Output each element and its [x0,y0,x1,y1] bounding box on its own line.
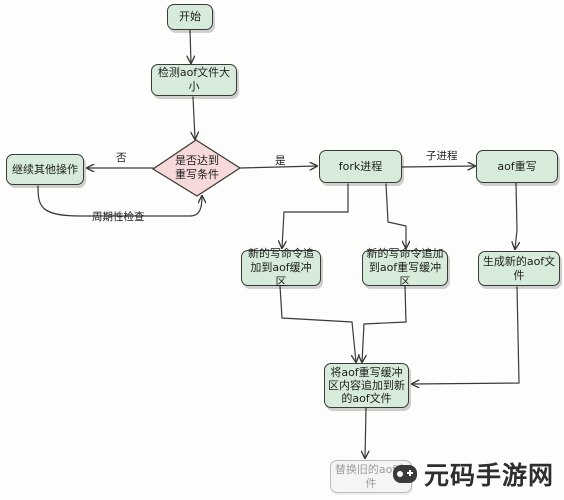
edge-periodic-check [37,185,202,217]
edge-label-periodic-check: 周期性检查 [92,211,145,223]
edge-fork-to-rewrite [401,166,475,167]
edge-merge-to-replace [365,407,366,458]
append-to-rewrite-buffer-node: 新的写命令追加到aof重写缓冲区 [362,247,448,288]
edge-label-no: 否 [116,152,127,164]
edge-condition-to-fork [239,166,317,168]
edge-generate-to-merge [412,286,520,384]
edge-label-child-process: 子进程 [426,150,458,162]
condition-diamond [152,139,241,197]
edge-fork-to-aof-buffer [282,183,349,248]
append-rewrite-buffer-node: 将aof重写缓冲区内容追加到新的aof文件 [324,363,409,408]
edge-fork-to-rewrite-buffer [385,183,406,248]
edge-start-to-check [190,29,191,63]
site-watermark: 元码手游网 [390,456,554,492]
edge-aof-buffer-to-merge [279,285,356,362]
condition-label: 是否达到重写条件 [175,154,219,181]
continue-other-ops-node: 继续其他操作 [6,154,84,185]
edge-rewrite-buffer-to-merge [362,285,407,362]
start-node: 开始 [167,4,213,30]
edge-label-yes: 是 [275,155,286,167]
fork-process-node: fork进程 [319,150,402,183]
edge-rewrite-to-generate [515,182,517,249]
watermark-logo-icon [392,465,417,483]
aof-rewrite-node: aof重写 [476,150,558,183]
watermark-text: 元码手游网 [423,461,554,490]
generate-new-aof-node: 生成新的aof文件 [478,251,560,286]
check-aof-size-node: 检测aof文件大小 [151,64,237,96]
append-to-aof-buffer-node: 新的写命令追加到aof缓冲区 [241,247,321,288]
edge-check-to-condition [193,96,195,139]
